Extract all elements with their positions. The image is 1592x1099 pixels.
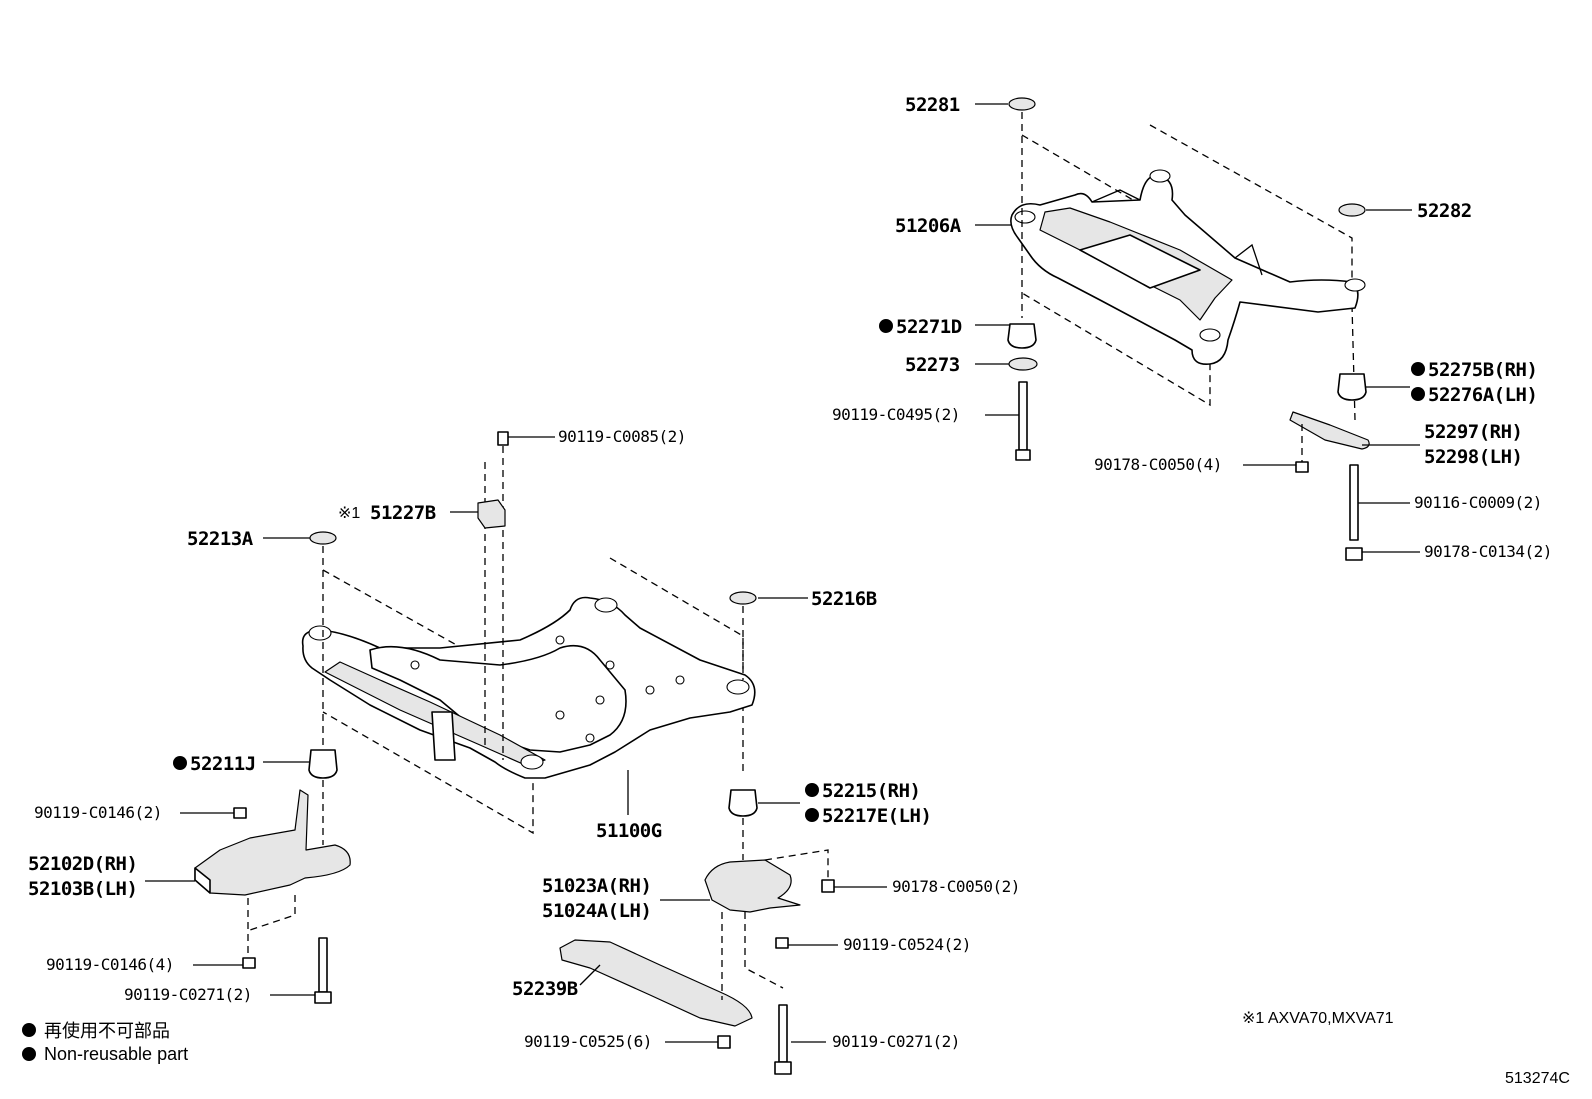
brace-52297 bbox=[1289, 411, 1370, 450]
front-suspension-crossmember bbox=[301, 557, 756, 835]
bullet-icon bbox=[22, 1023, 36, 1037]
callout-52297: 52297(RH) bbox=[1424, 421, 1522, 443]
callout-52282: 52282 bbox=[1417, 200, 1472, 222]
callout-52216B: 52216B bbox=[811, 588, 877, 610]
callout-52211J: 52211J bbox=[190, 753, 256, 775]
callout-90178-C0050-4: 90178-C0050(4) bbox=[1094, 455, 1222, 474]
callout-90119-C0271-left: 90119-C0271(2) bbox=[124, 985, 252, 1004]
footnote: ※1 AXVA70,MXVA71 bbox=[1242, 1010, 1394, 1027]
callout-51100G: 51100G bbox=[596, 820, 662, 842]
legend-row-jp: 再使用不可部品 bbox=[22, 1018, 188, 1042]
retainer-52273 bbox=[1008, 357, 1038, 371]
bolt-90178-C0050-front bbox=[821, 879, 835, 893]
stopper-52281 bbox=[1008, 97, 1036, 111]
front-left-mount-stack bbox=[194, 531, 351, 1004]
bolt-90119-C0271-right bbox=[778, 1004, 788, 1063]
callout-90119-C0495: 90119-C0495(2) bbox=[832, 405, 960, 424]
callout-51023A: 51023A(RH) bbox=[542, 875, 651, 897]
callout-90119-C0146-2: 90119-C0146(2) bbox=[34, 803, 162, 822]
stud-90116-C0009 bbox=[1349, 464, 1359, 541]
bracket-51023A bbox=[704, 859, 801, 913]
nut-90178-C0134 bbox=[1345, 547, 1363, 561]
callout-52215: 52215(RH) bbox=[822, 780, 920, 802]
callout-51024A: 51024A(LH) bbox=[542, 900, 651, 922]
callout-52217E: 52217E(LH) bbox=[822, 805, 931, 827]
rear-left-mount-stack bbox=[1007, 97, 1038, 461]
callout-52275B: 52275B(RH) bbox=[1428, 359, 1537, 381]
legend-row-en: Non-reusable part bbox=[22, 1042, 188, 1066]
callout-52298: 52298(LH) bbox=[1424, 446, 1522, 468]
bolt-90119-C0146-upper bbox=[233, 807, 247, 819]
callout-labels: 52281 51206A 52282 52271D 52273 52275B(R… bbox=[28, 94, 1570, 1087]
callout-51227B-prefix: ※1 bbox=[338, 505, 360, 522]
front-frame-brace bbox=[559, 912, 753, 1049]
bracket-52102D bbox=[194, 789, 351, 896]
callout-52213A: 52213A bbox=[187, 528, 254, 550]
callout-52271D: 52271D bbox=[896, 316, 962, 338]
cushion-52271D bbox=[1007, 323, 1037, 349]
callout-52103B: 52103B(LH) bbox=[28, 878, 137, 900]
callout-90178-C0134: 90178-C0134(2) bbox=[1424, 542, 1552, 561]
callout-52281: 52281 bbox=[905, 94, 960, 116]
bolt-90119-C0524 bbox=[775, 937, 789, 949]
stopper-52282 bbox=[1338, 203, 1366, 217]
non-reusable-bullet bbox=[805, 783, 819, 797]
cushion-52211J bbox=[308, 749, 338, 779]
bolt-90178-C0050 bbox=[1295, 461, 1309, 473]
callout-90119-C0085: 90119-C0085(2) bbox=[558, 427, 686, 446]
stabilizer-bracket bbox=[477, 431, 509, 760]
diagram-code: 513274C bbox=[1505, 1070, 1570, 1087]
brace-52239B bbox=[559, 939, 753, 1027]
callout-51227B: 51227B bbox=[370, 502, 436, 524]
callout-90119-C0525: 90119-C0525(6) bbox=[524, 1032, 652, 1051]
leader-lines bbox=[145, 103, 1420, 1043]
rear-right-mount-stack bbox=[1289, 203, 1370, 561]
callout-52102D: 52102D(RH) bbox=[28, 853, 137, 875]
bullet-icon bbox=[22, 1047, 36, 1061]
bolt-90119-C0495 bbox=[1018, 381, 1028, 451]
non-reusable-bullet bbox=[805, 808, 819, 822]
callout-90178-C0050-2: 90178-C0050(2) bbox=[892, 877, 1020, 896]
callout-52273: 52273 bbox=[905, 354, 960, 376]
rear-suspension-member bbox=[1010, 124, 1366, 421]
bolt-90119-C0525 bbox=[717, 1035, 731, 1049]
front-right-mount-stack bbox=[704, 591, 835, 1075]
cushion-52215 bbox=[728, 789, 758, 817]
legend-text-jp: 再使用不可部品 bbox=[44, 1021, 170, 1041]
callout-90119-C0271-right: 90119-C0271(2) bbox=[832, 1032, 960, 1051]
callout-52276A: 52276A(LH) bbox=[1428, 384, 1537, 406]
cushion-52275B bbox=[1337, 373, 1367, 401]
bolt-90119-C0271-left bbox=[318, 937, 328, 993]
callout-90119-C0146-4: 90119-C0146(4) bbox=[46, 955, 174, 974]
legend-text-en: Non-reusable part bbox=[44, 1043, 189, 1064]
bolt-90119-C0085 bbox=[497, 431, 509, 446]
callout-52239B: 52239B bbox=[512, 978, 578, 1000]
non-reusable-bullet bbox=[173, 756, 187, 770]
stopper-52216B bbox=[729, 591, 757, 605]
callout-90116-C0009: 90116-C0009(2) bbox=[1414, 493, 1542, 512]
non-reusable-bullet bbox=[1411, 387, 1425, 401]
stopper-52213A bbox=[309, 531, 337, 545]
callout-51206A: 51206A bbox=[895, 215, 962, 237]
legend: 再使用不可部品 Non-reusable part bbox=[22, 1018, 188, 1066]
non-reusable-bullet bbox=[879, 319, 893, 333]
bracket-51227B bbox=[477, 499, 506, 529]
callout-90119-C0524: 90119-C0524(2) bbox=[843, 935, 971, 954]
non-reusable-bullet bbox=[1411, 362, 1425, 376]
bolt-90119-C0146-lower bbox=[242, 957, 256, 969]
